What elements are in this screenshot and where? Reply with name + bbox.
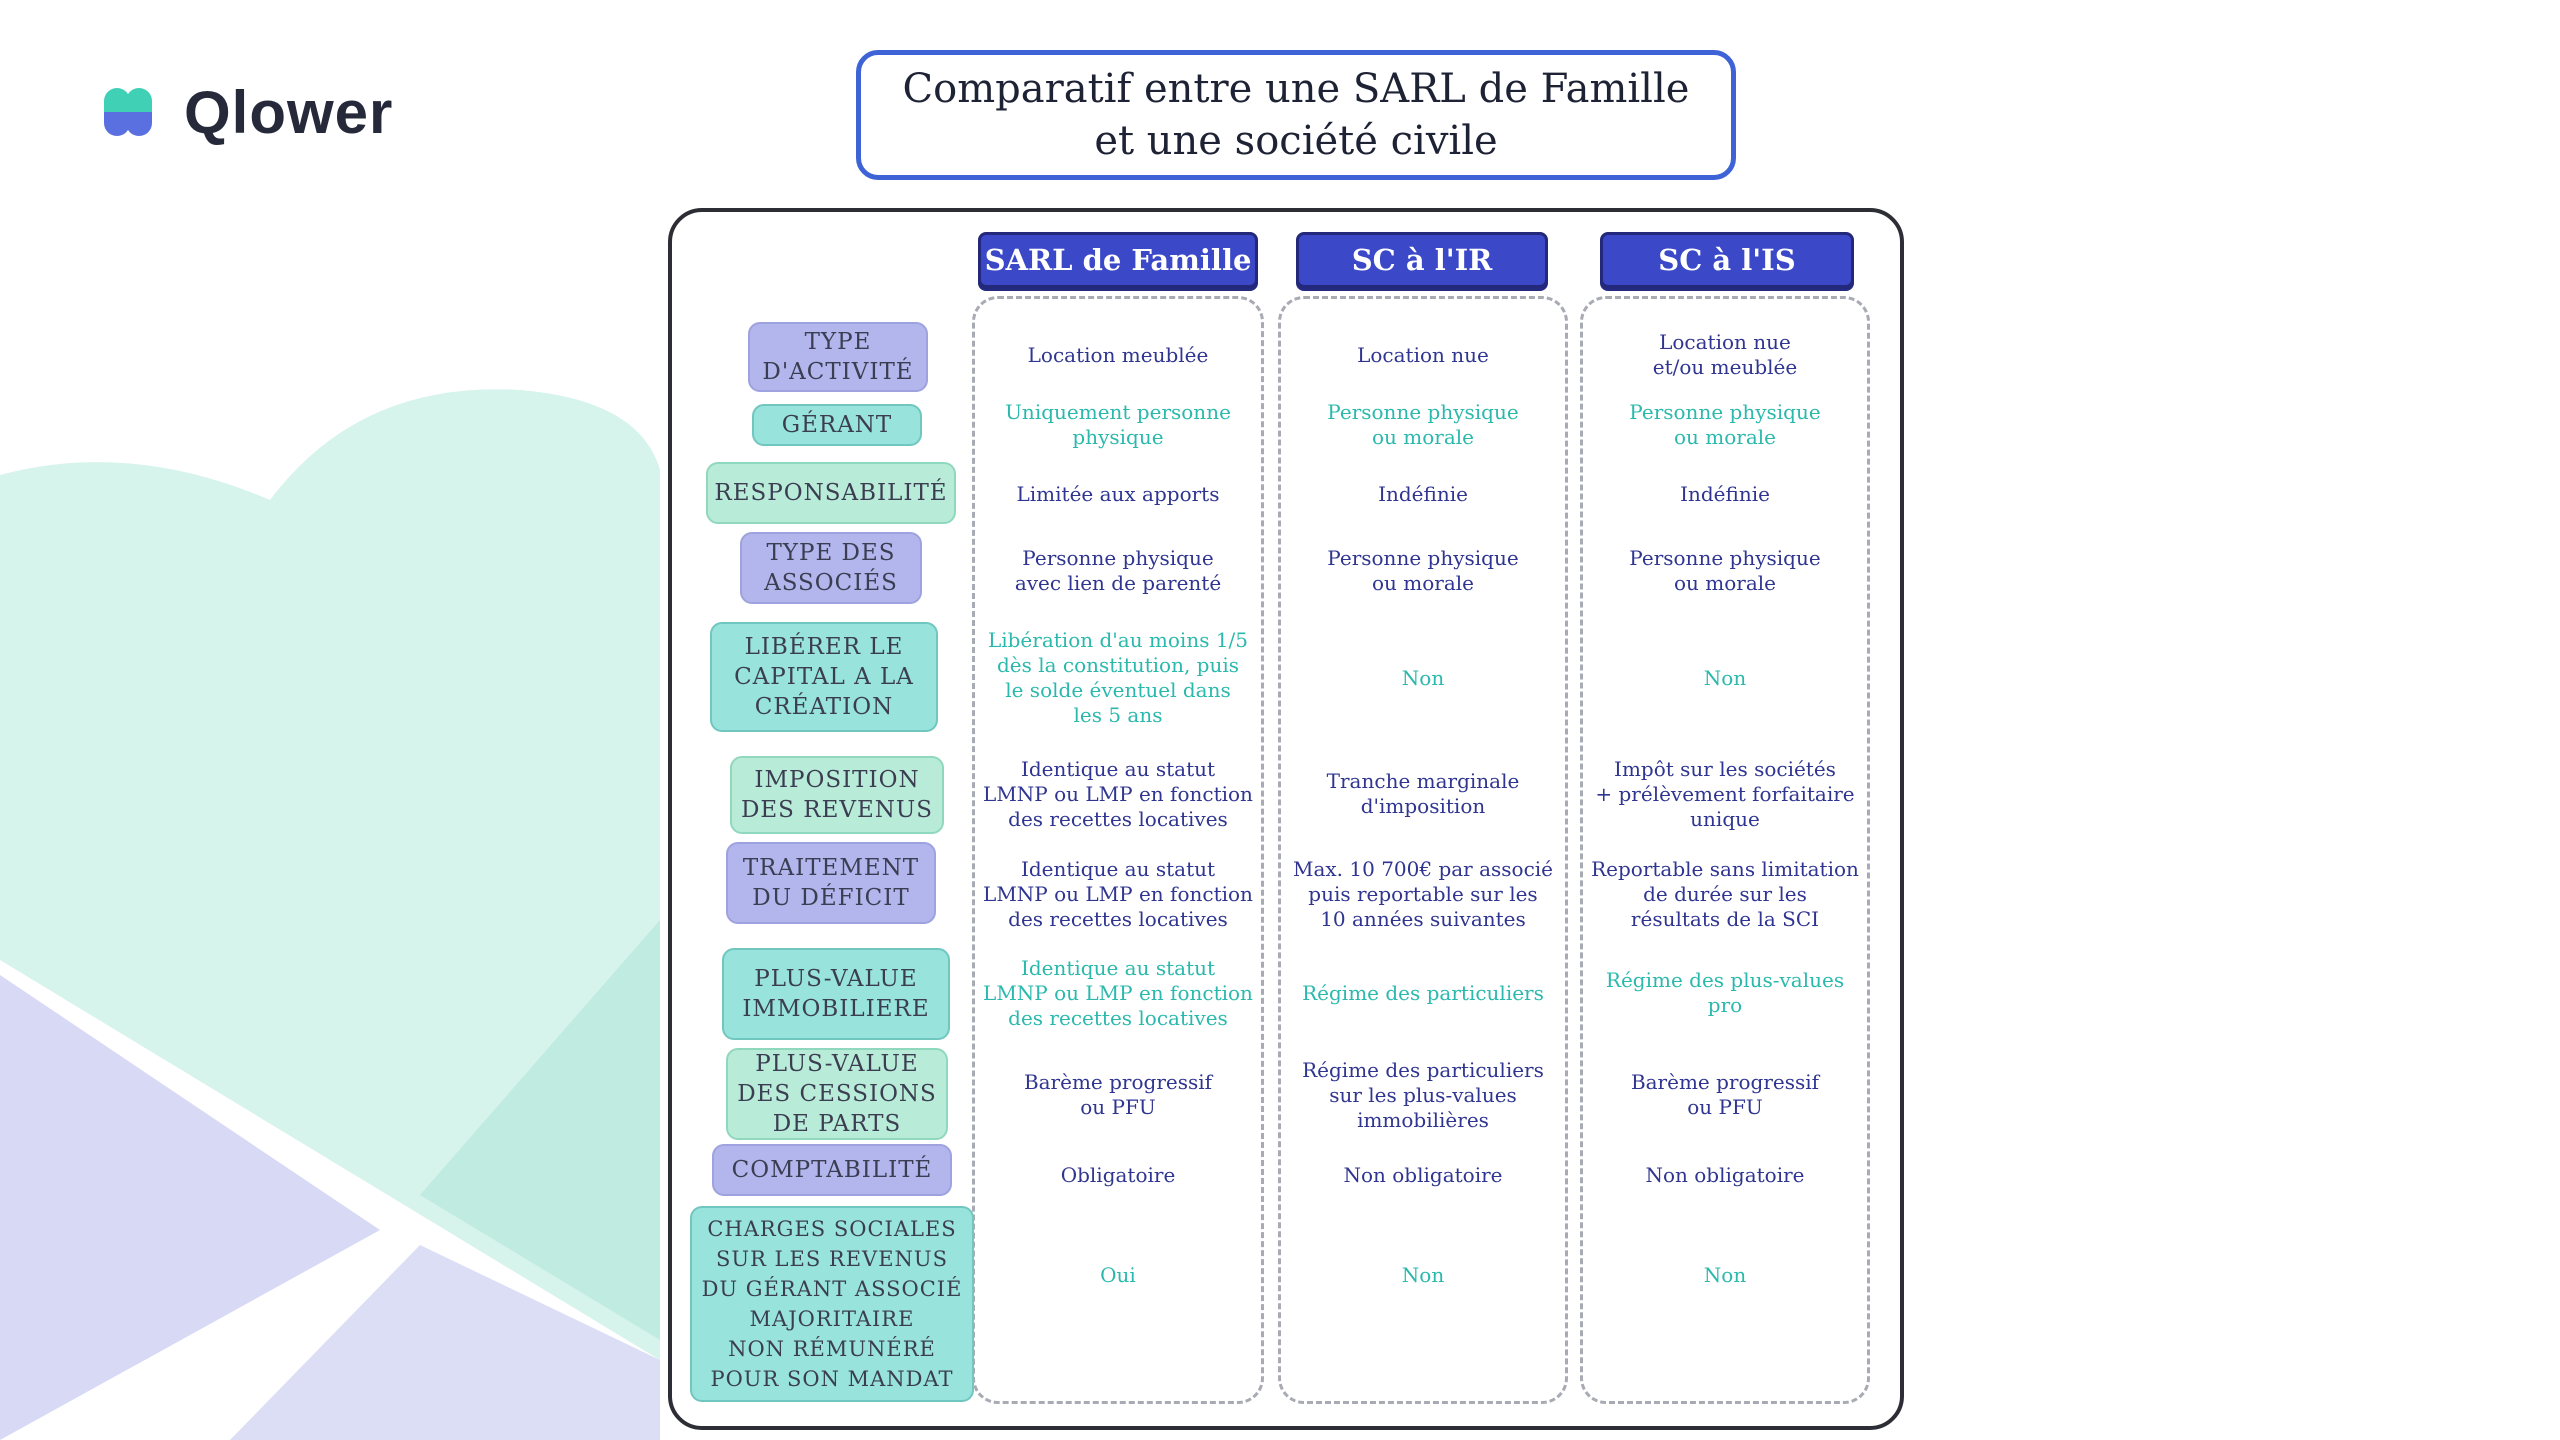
- cell-liberer-le-sc-a-l-ir: Non: [1401, 665, 1445, 690]
- brand-name: Qlower: [184, 78, 394, 146]
- cell-charges-sociales-sarl-de-famille: Oui: [1100, 1262, 1136, 1287]
- cell-type-des-sarl-de-famille: Personne physique avec lien de parenté: [1014, 546, 1222, 595]
- cell-responsabilite-sarl-de-famille: Limitée aux apports: [1016, 481, 1220, 506]
- cell-traitement-du-sc-a-l-ir: Max. 10 700€ par associé puis reportable…: [1292, 856, 1554, 931]
- row-label-imposition-des-revenus: IMPOSITION DES REVENUS: [730, 756, 944, 834]
- clover-icon: [104, 88, 152, 136]
- row-label-charges-sociales-sur-les-revenus-du-gerant-associe-majoritaire-non-remunere-pour-son-mandat: CHARGES SOCIALES SUR LES REVENUS DU GÉRA…: [690, 1206, 974, 1402]
- cell-charges-sociales-sc-a-l-ir: Non: [1401, 1262, 1445, 1287]
- row-label-gerant: GÉRANT: [752, 404, 922, 446]
- lavender-leaf-shape-2: [230, 1245, 660, 1440]
- row-label-plus-value-des-cessions-de-parts: PLUS-VALUE DES CESSIONS DE PARTS: [726, 1048, 948, 1140]
- row-label-liberer-le-capital-a-la-creation: LIBÉRER LE CAPITAL A LA CRÉATION: [710, 622, 938, 732]
- cell-traitement-du-sc-a-l-is: Reportable sans limitation de durée sur …: [1591, 856, 1859, 931]
- cell-plus-value-sarl-de-famille: Barème progressif ou PFU: [1023, 1070, 1213, 1119]
- cell-comptabilite-sc-a-l-is: Non obligatoire: [1645, 1162, 1805, 1187]
- cell-imposition-des-sarl-de-famille: Identique au statut LMNP ou LMP en fonct…: [983, 756, 1253, 831]
- title-line-1: Comparatif entre une SARL de Famille: [902, 66, 1690, 112]
- cell-imposition-des-sc-a-l-is: Impôt sur les sociétés + prélèvement for…: [1595, 756, 1855, 831]
- mint-leaf-shape: [420, 920, 660, 1340]
- cell-comptabilite-sc-a-l-ir: Non obligatoire: [1343, 1162, 1503, 1187]
- row-label-plus-value-immobiliere: PLUS-VALUE IMMOBILIERE: [722, 948, 950, 1040]
- column-container-sc-a-l-ir: [1278, 296, 1568, 1404]
- row-label-type-d-activite: TYPE D'ACTIVITÉ: [748, 322, 928, 392]
- cell-traitement-du-sarl-de-famille: Identique au statut LMNP ou LMP en fonct…: [983, 856, 1253, 931]
- cell-liberer-le-sc-a-l-is: Non: [1703, 665, 1747, 690]
- cell-plus-value-sc-a-l-ir: Régime des particuliers sur les plus-val…: [1302, 1057, 1544, 1132]
- row-label-responsabilite: RESPONSABILITÉ: [706, 462, 956, 524]
- column-header-sarl-de-famille: SARL de Famille: [978, 232, 1258, 288]
- cell-responsabilite-sc-a-l-ir: Indéfinie: [1378, 481, 1468, 506]
- row-label-comptabilite: COMPTABILITÉ: [712, 1144, 952, 1196]
- cell-plus-value-sc-a-l-ir: Régime des particuliers: [1302, 980, 1544, 1005]
- cell-type-d-sarl-de-famille: Location meublée: [1027, 342, 1209, 367]
- lavender-leaf-shape: [0, 975, 380, 1440]
- cell-type-des-sc-a-l-is: Personne physique ou morale: [1629, 546, 1821, 595]
- cell-gerant-sc-a-l-ir: Personne physique ou morale: [1327, 400, 1519, 449]
- title-box: Comparatif entre une SARL de Famille et …: [856, 50, 1736, 180]
- column-container-sarl-de-famille: [972, 296, 1264, 1404]
- cell-plus-value-sarl-de-famille: Identique au statut LMNP ou LMP en fonct…: [983, 955, 1253, 1030]
- cell-type-d-sc-a-l-is: Location nue et/ou meublée: [1652, 330, 1798, 379]
- row-label-traitement-du-deficit: TRAITEMENT DU DÉFICIT: [726, 842, 936, 924]
- cell-gerant-sc-a-l-is: Personne physique ou morale: [1629, 400, 1821, 449]
- brand-logo[interactable]: Qlower: [96, 78, 393, 146]
- column-header-sc-a-l-ir: SC à l'IR: [1296, 232, 1548, 288]
- column-header-sc-a-l-is: SC à l'IS: [1600, 232, 1854, 288]
- cell-responsabilite-sc-a-l-is: Indéfinie: [1680, 481, 1770, 506]
- title-line-2: et une société civile: [1094, 118, 1498, 164]
- cell-plus-value-sc-a-l-is: Régime des plus-values pro: [1605, 968, 1845, 1017]
- cell-plus-value-sc-a-l-is: Barème progressif ou PFU: [1630, 1070, 1820, 1119]
- cell-type-d-sc-a-l-ir: Location nue: [1357, 342, 1489, 367]
- cell-gerant-sarl-de-famille: Uniquement personne physique: [1005, 400, 1231, 449]
- column-container-sc-a-l-is: [1580, 296, 1870, 1404]
- cell-liberer-le-sarl-de-famille: Libération d'au moins 1/5 dès la constit…: [987, 628, 1249, 727]
- row-label-type-des-associes: TYPE DES ASSOCIÉS: [740, 532, 922, 604]
- cell-type-des-sc-a-l-ir: Personne physique ou morale: [1327, 546, 1519, 595]
- cell-imposition-des-sc-a-l-ir: Tranche marginale d'imposition: [1326, 769, 1520, 818]
- cell-charges-sociales-sc-a-l-is: Non: [1703, 1262, 1747, 1287]
- cell-comptabilite-sarl-de-famille: Obligatoire: [1060, 1162, 1176, 1187]
